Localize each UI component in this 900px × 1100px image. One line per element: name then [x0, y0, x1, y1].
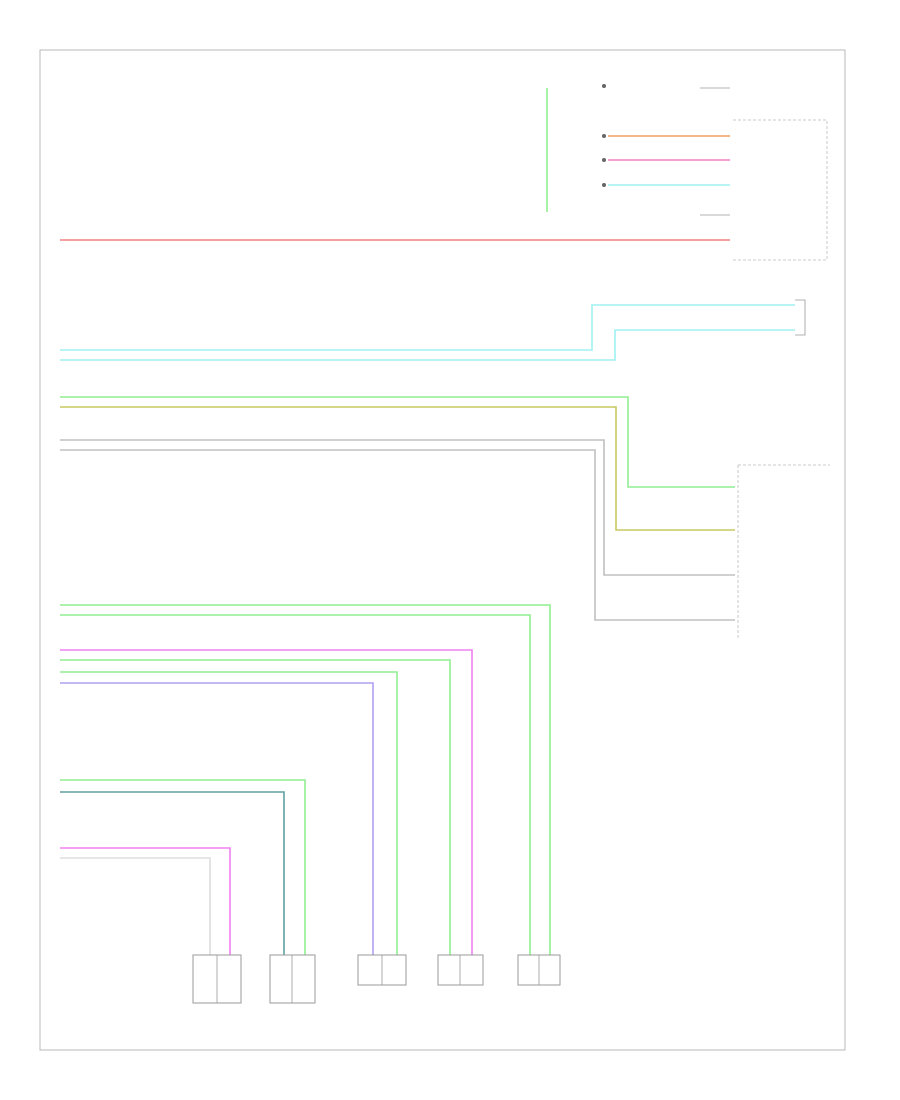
front-door-wires: [60, 299, 806, 361]
connector-2: [269, 954, 316, 1004]
cluster-stubs: [700, 87, 730, 216]
cyan-wire-a: [60, 304, 795, 351]
violet-wire: [60, 682, 374, 960]
steering-control-wires: [60, 396, 830, 640]
connector-1: [192, 954, 242, 1004]
terminal-2: [602, 158, 606, 162]
ground-terminal: [602, 84, 606, 88]
cluster-module: [546, 84, 828, 261]
magenta-wire-1: [60, 649, 473, 960]
steering-outline: [737, 464, 830, 640]
green-wire-3: [60, 614, 531, 960]
gray-wire-2: [60, 449, 735, 621]
green-wire-6: [60, 779, 306, 960]
terminal-3: [602, 183, 606, 187]
connector-4: [437, 954, 484, 986]
connector-5: [517, 954, 561, 986]
connector-3: [357, 954, 407, 986]
connector-2-body: [269, 954, 316, 1004]
cluster-outline: [733, 119, 828, 261]
magenta-wire-2: [60, 847, 231, 960]
green-wire-5: [60, 671, 398, 960]
white-wire: [60, 857, 211, 960]
page-frame: [39, 49, 846, 1051]
teal-wire: [60, 791, 285, 960]
olive-wire: [60, 406, 735, 531]
terminal-1: [602, 134, 606, 138]
gray-wire-1: [60, 439, 735, 576]
green-wire-4: [60, 659, 451, 960]
seat-wires: [60, 604, 551, 960]
front-door-connector: [795, 299, 806, 336]
green-wire-2: [60, 604, 551, 960]
cyan-wire-b: [60, 329, 795, 361]
green-wire-1: [60, 396, 735, 488]
connector-4-body: [437, 954, 484, 986]
